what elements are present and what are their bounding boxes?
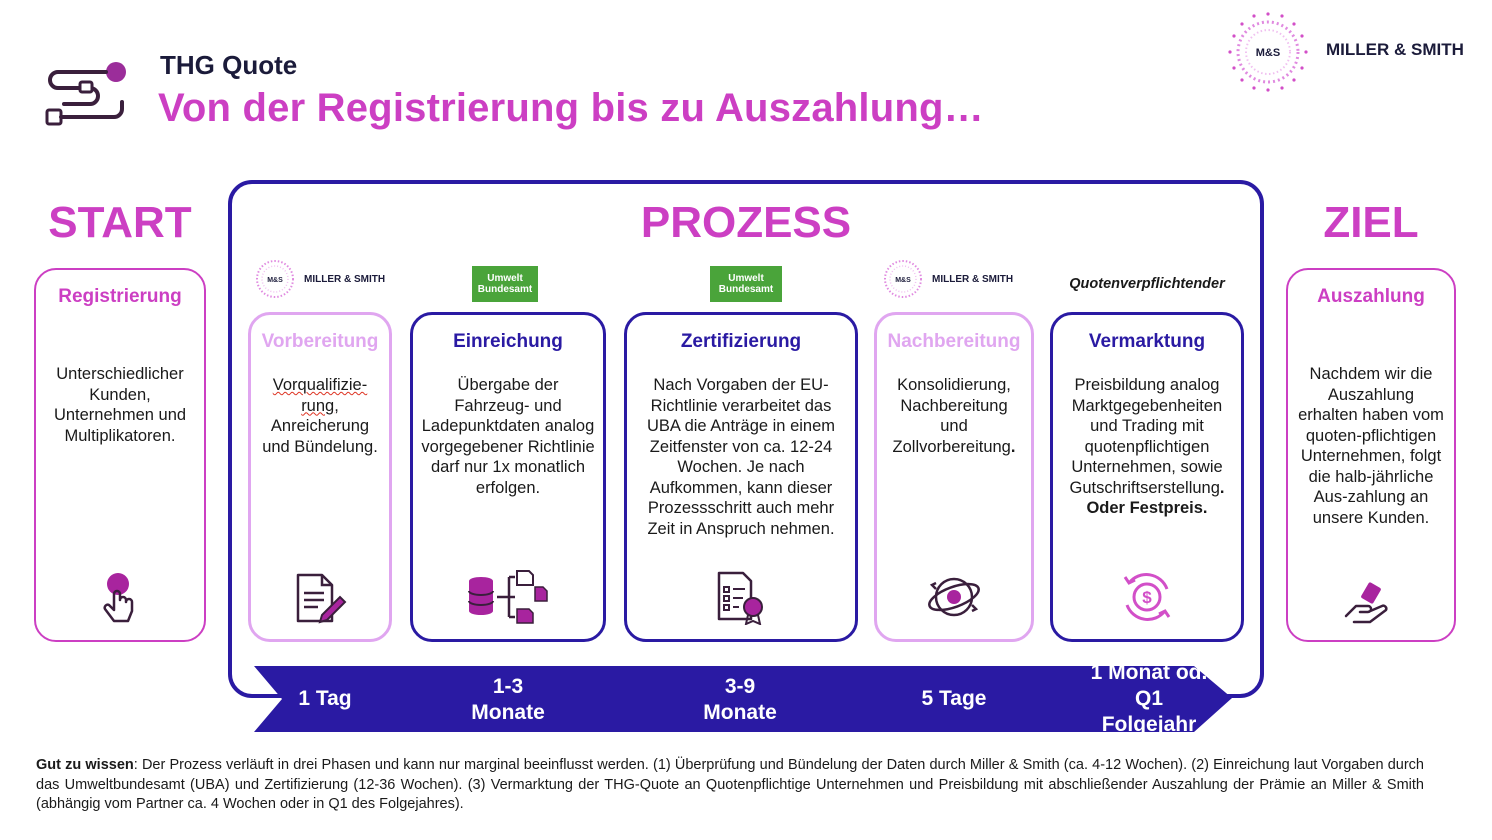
card-body: Konsolidierung, Nachbereitung und Zollvo…	[877, 375, 1031, 457]
uba-line1: Umwelt	[487, 273, 523, 284]
process-path-icon	[44, 58, 128, 135]
card-body-b: , Anreicherung und Bündelung.	[262, 396, 378, 456]
certificate-icon	[627, 571, 855, 625]
card-title: Vorbereitung	[261, 331, 379, 352]
timeline-arrow	[254, 666, 1236, 739]
card-body: Unterschiedlicher Kunden, Unternehmen un…	[53, 365, 187, 445]
timeline-label-5a: 1 Monat od.	[1090, 661, 1208, 684]
database-files-icon	[413, 569, 603, 625]
slide-title: Von der Registrierung bis zu Auszahlung…	[158, 86, 984, 130]
phase-start-heading: START	[48, 198, 192, 247]
card-title: Einreichung	[453, 331, 563, 352]
card-body: Nachdem wir die Auszahlung erhalten habe…	[1298, 365, 1444, 527]
touch-hand-icon	[36, 570, 204, 626]
card-body-a: Vorqualifizie-rung	[272, 376, 368, 415]
card-title: Vermarktung	[1088, 331, 1206, 352]
footnote-text: : Der Prozess verläuft in drei Phasen un…	[36, 757, 1424, 812]
document-edit-icon	[251, 573, 389, 625]
card-body-bold: Oder Festpreis.	[1086, 499, 1208, 517]
timeline-label-2a: 1-3	[492, 675, 524, 698]
ms-partner-name: MILLER & SMITH	[932, 273, 1014, 285]
phase-process-heading: PROZESS	[640, 198, 852, 247]
hand-payment-icon	[1288, 582, 1454, 626]
card-title: Nachbereitung	[887, 331, 1021, 352]
timeline-label-3b: Monate	[703, 701, 777, 724]
ms-mini-logo-text: M&S	[267, 277, 283, 284]
ms-partner-logo: M&S MILLER & SMITH	[254, 258, 385, 300]
slide-subtitle: THG Quote	[160, 50, 298, 80]
uba-logo-2: Umwelt Bundesamt	[710, 266, 782, 302]
card-einreichung: Einreichung Übergabe der Fahrzeug- und L…	[410, 312, 606, 642]
timeline-label-2b: Monate	[471, 701, 545, 724]
timeline-label-3: 3-9 Monate	[680, 674, 800, 726]
card-title: Auszahlung	[1317, 286, 1425, 307]
card-body-text: Konsolidierung, Nachbereitung und Zollvo…	[892, 376, 1011, 456]
footnote: Gut zu wissen: Der Prozess verläuft in d…	[36, 756, 1424, 815]
card-nachbereitung: Nachbereitung Konsolidierung, Nachbereit…	[874, 312, 1034, 642]
card-body-end: .	[1219, 478, 1225, 497]
ms-logo-icon: M&S	[1226, 10, 1310, 99]
timeline-label-3a: 3-9	[724, 675, 756, 698]
card-auszahlung: Auszahlung Nachdem wir die Auszahlung er…	[1286, 268, 1456, 642]
timeline-label-4: 5 Tage	[921, 687, 987, 710]
timeline-label-5c: Folgejahr	[1101, 713, 1197, 736]
footnote-lead: Gut zu wissen	[36, 757, 134, 773]
card-zertifizierung: Zertifizierung Nach Vorgaben der EU-Rich…	[624, 312, 858, 642]
ms-partner-logo-2: M&S MILLER & SMITH	[882, 258, 1013, 300]
card-body-text: Preisbildung analog Marktgegebenheiten u…	[1069, 376, 1223, 497]
quotenverpflichtender-label: Quotenverpflichtender	[1069, 276, 1225, 292]
uba-logo: Umwelt Bundesamt	[472, 266, 538, 302]
phase-goal-heading: ZIEL	[1323, 198, 1419, 247]
orbit-icon	[877, 569, 1031, 625]
card-body: Vorqualifizie-rung, Anreicherung und Bün…	[251, 375, 389, 457]
card-title: Registrierung	[58, 286, 182, 307]
ms-mini-logo-text: M&S	[895, 277, 911, 284]
timeline-label-1: 1 Tag	[298, 687, 352, 710]
svg-text:$: $	[1142, 588, 1152, 607]
card-registrierung: Registrierung Unterschiedlicher Kunden, …	[34, 268, 206, 642]
uba-line2: Bundesamt	[718, 284, 774, 295]
card-title: Zertifizierung	[680, 331, 802, 352]
card-body: Preisbildung analog Marktgegebenheiten u…	[1053, 375, 1241, 519]
timeline-label-2: 1-3 Monate	[448, 674, 568, 726]
uba-line1: Umwelt	[728, 273, 764, 284]
card-body-end: .	[1010, 437, 1016, 456]
uba-line2: Bundesamt	[477, 284, 533, 295]
ms-partner-name: MILLER & SMITH	[304, 273, 386, 285]
card-vermarktung: Vermarktung Preisbildung analog Marktgeg…	[1050, 312, 1244, 642]
ms-mini-logo-icon: M&S	[884, 260, 922, 298]
card-body: Nach Vorgaben der EU-Richtlinie verarbei…	[646, 376, 836, 538]
ms-mini-logo-icon: M&S	[256, 260, 294, 298]
brand-name: MILLER & SMITH	[1326, 40, 1464, 59]
timeline-label-5: 1 Monat od. Q1 Folgejahr	[1076, 660, 1222, 738]
timeline-label-5b: Q1	[1134, 687, 1163, 710]
ms-logo-text: M&S	[1256, 47, 1280, 59]
money-cycle-icon: $	[1053, 569, 1241, 625]
card-vorbereitung: Vorbereitung Vorqualifizie-rung, Anreich…	[248, 312, 392, 642]
card-body: Übergabe der Fahrzeug- und Ladepunktdate…	[421, 376, 595, 497]
